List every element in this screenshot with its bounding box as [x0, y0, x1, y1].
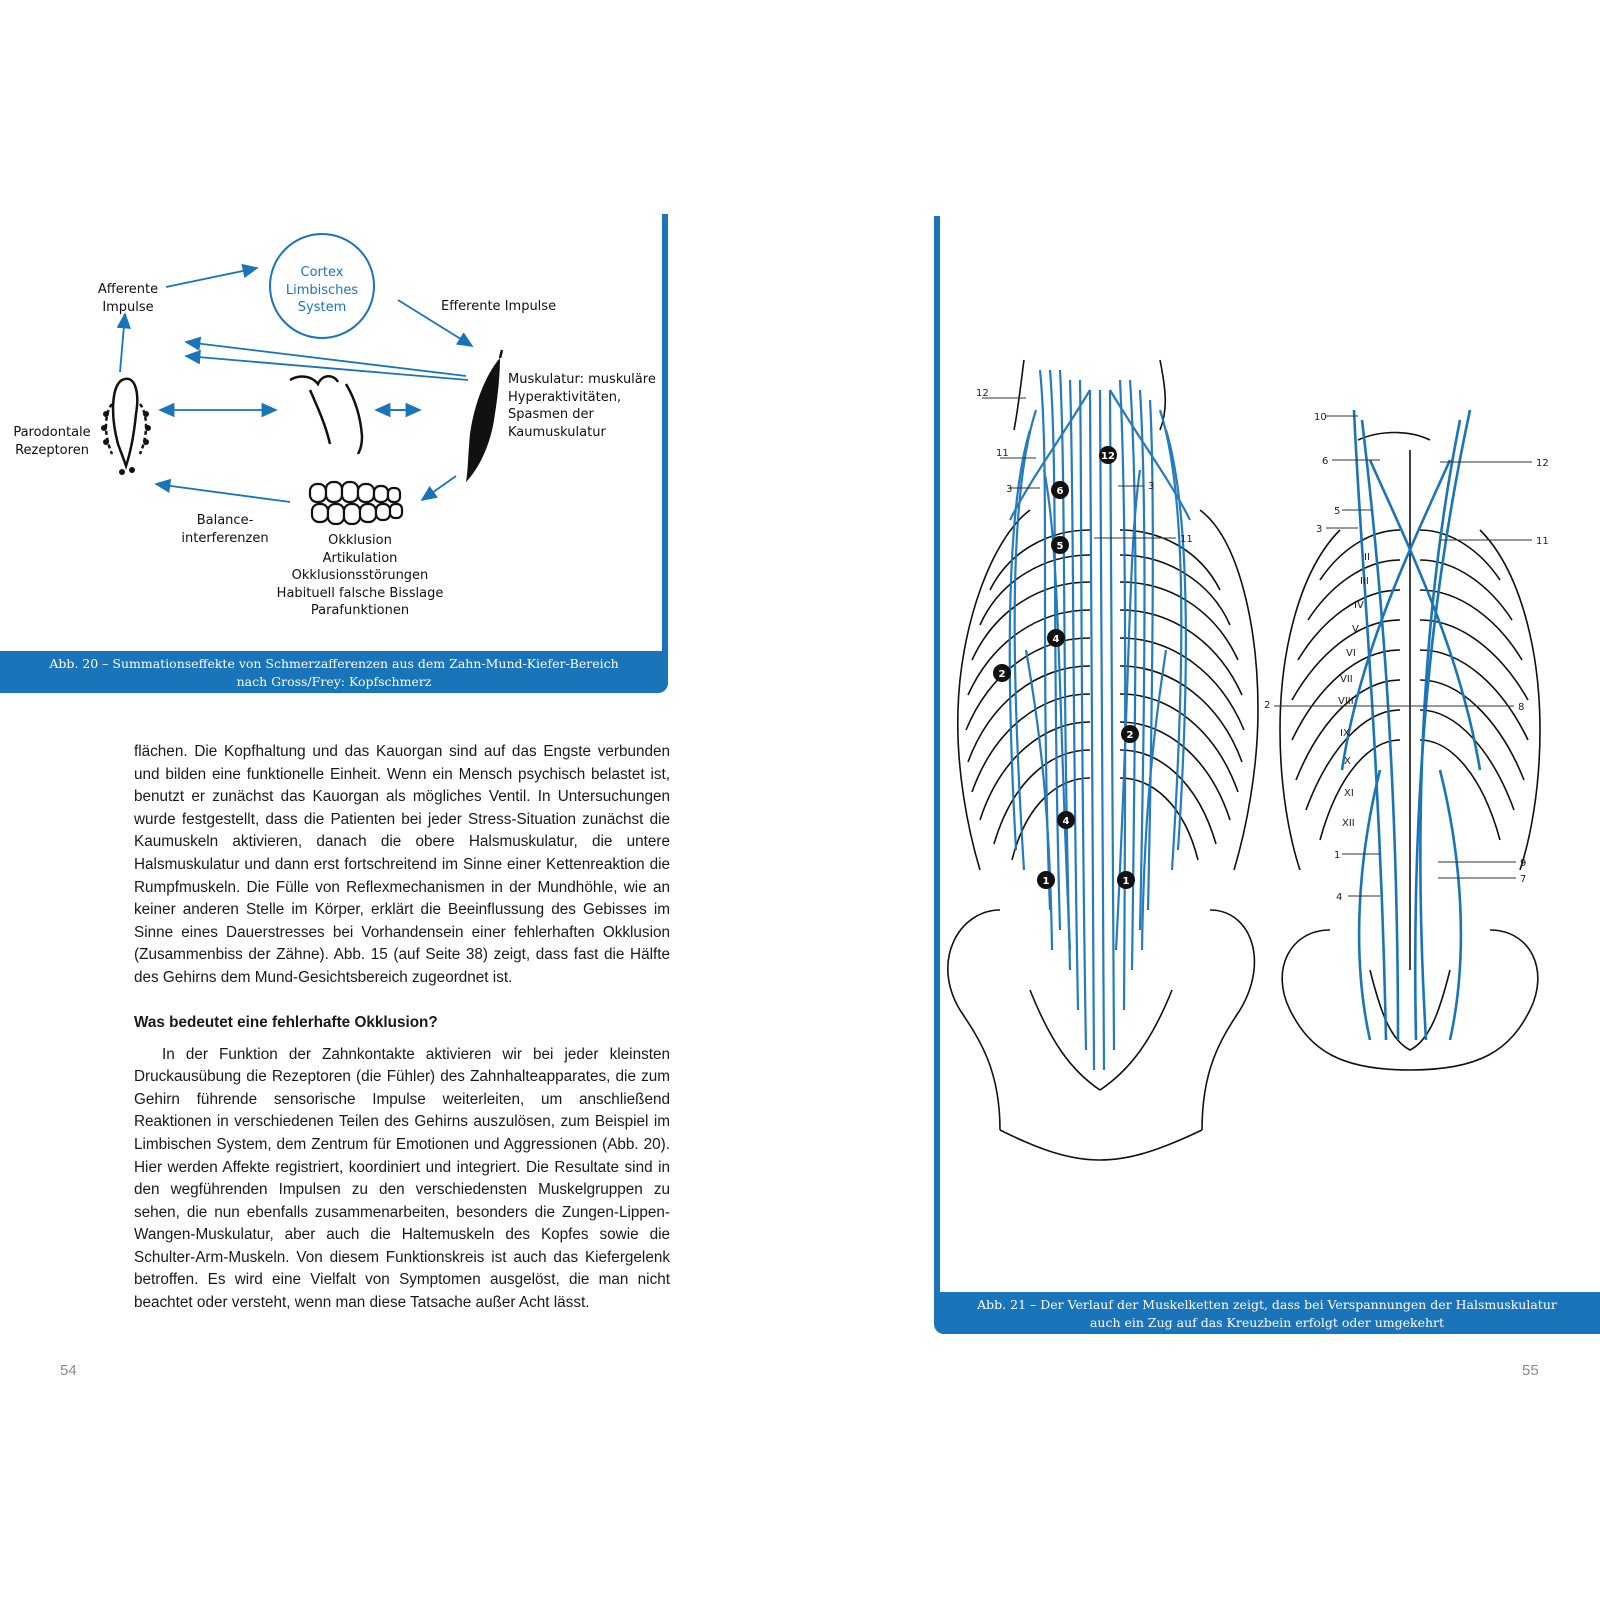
badge-label: 2 [999, 669, 1006, 680]
tick-label: 12 [976, 388, 989, 399]
tick-label: 1 [1334, 850, 1340, 861]
muscle-label-line: Kaumuskulatur [508, 424, 606, 440]
paragraph: flächen. Die Kopfhaltung und das Kauorga… [134, 743, 670, 986]
body-text: flächen. Die Kopfhaltung und das Kauorga… [134, 741, 670, 1315]
caption-line: Abb. 21 – Der Verlauf der Muskelketten z… [977, 1297, 1557, 1312]
figure-21-illustration: 12 11 3 3 11 6 12 5 4 2 2 4 1 1 [947, 359, 1549, 1161]
muscle-label-line: Muskulatur: muskuläre [508, 372, 656, 387]
tick-label: 7 [1520, 874, 1526, 885]
tick-label: 12 [1536, 458, 1549, 469]
caption-line: Abb. 20 – Summationseffekte von Schmerza… [49, 656, 619, 671]
badge-label: 12 [1101, 451, 1115, 462]
cortex-label-line: Limbisches [285, 282, 359, 298]
figure-20-frame-border [662, 214, 668, 654]
tick-label: 11 [1536, 536, 1549, 547]
figure-21-caption: Abb. 21 – Der Verlauf der Muskelketten z… [934, 1292, 1600, 1334]
tick-label: 11 [996, 448, 1009, 459]
muscle-label-line: Hyperaktivitäten, [508, 389, 622, 405]
figure-20-caption: Abb. 20 – Summationseffekte von Schmerza… [0, 651, 668, 693]
muscle-label: Muskulatur: muskuläre Hyperaktivitäten, … [508, 371, 656, 441]
tick-label: 10 [1314, 412, 1327, 423]
roman-label: V [1352, 624, 1359, 635]
tick-label: 6 [1322, 456, 1328, 467]
occlusion-label-line: Parafunktionen [310, 603, 410, 618]
occlusion-label-line: Okklusionsstörungen [291, 568, 429, 583]
occlusion-label: Okklusion Artikulation Okklusionsstörung… [270, 532, 450, 620]
tick-label: 3 [1316, 524, 1322, 535]
tooth-receptors-icon [104, 377, 148, 470]
caption-line: nach Gross/Frey: Kopfschmerz [236, 674, 432, 689]
occlusion-label-line: Artikulation [322, 550, 398, 566]
roman-label: II [1364, 552, 1370, 563]
diagram-arrows [116, 263, 474, 503]
figure-20-diagram [101, 233, 504, 526]
roman-label: VII [1340, 674, 1353, 685]
receptor-dots [101, 411, 151, 475]
left-muscle-fibres [1008, 369, 1191, 1071]
periodontal-receptors-label: Parodontale Rezeptoren [8, 424, 96, 459]
cortex-circle [269, 233, 375, 339]
roman-label: IV [1354, 600, 1364, 611]
badge-label: 1 [1043, 876, 1050, 887]
tick-label: 4 [1336, 892, 1342, 903]
muscle-label-line: Spasmen der [508, 407, 594, 422]
muscle-icon [466, 349, 504, 482]
roman-label: XI [1344, 788, 1354, 799]
tick-label: 2 [1264, 700, 1270, 711]
afferent-label-line: Afferente [97, 282, 159, 297]
badge-label: 4 [1063, 816, 1070, 827]
caption-line: auch ein Zug auf das Kreuzbein erfolgt o… [1089, 1315, 1445, 1330]
paro-label-line: Parodontale [13, 425, 91, 440]
roman-label: III [1360, 576, 1369, 587]
badge-label: 4 [1053, 634, 1060, 645]
badge-label: 1 [1123, 876, 1130, 887]
cortex-label-line: Cortex [300, 265, 344, 280]
occlusion-label-line: Habituell falsche Bisslage [276, 585, 444, 601]
tick-label: 9 [1520, 858, 1526, 869]
roman-label: XII [1342, 818, 1355, 829]
roman-label: VIII [1338, 696, 1354, 707]
balance-label-line: Balance- [196, 513, 254, 528]
tick-label: 3 [1006, 484, 1012, 495]
balance-label-line: interferenzen [181, 530, 269, 546]
efferent-impulse-label: Efferente Impulse [441, 299, 557, 314]
tick-label: 8 [1518, 702, 1524, 713]
afferent-label-line: Impulse [102, 299, 154, 315]
cortex-label-line: System [297, 300, 347, 315]
right-muscle-chains [1340, 409, 1482, 1041]
afferent-impulse-label: Afferente Impulse [88, 281, 168, 316]
tick-label: 3 [1148, 481, 1154, 492]
page-number-left: 54 [60, 1362, 77, 1379]
page-number-right: 55 [1522, 1362, 1539, 1379]
balance-interference-label: Balance- interferenzen [180, 512, 270, 547]
paro-label-line: Rezeptoren [15, 442, 89, 458]
occlusion-label-line: Okklusion [328, 533, 392, 548]
jaw-joint-icon [289, 375, 364, 455]
tick-label: 5 [1334, 506, 1340, 517]
badge-label: 2 [1127, 730, 1134, 741]
tick-label: 11 [1180, 534, 1193, 545]
roman-label: X [1344, 756, 1351, 767]
badge-label: 5 [1057, 541, 1064, 552]
roman-label: VI [1346, 648, 1356, 659]
roman-label: IX [1340, 728, 1350, 739]
section-heading: Was bedeutet eine fehlerhafte Okklusion? [134, 1013, 438, 1031]
cortex-label: Cortex Limbisches System [270, 264, 374, 317]
teeth-icon [308, 480, 404, 526]
badge-label: 6 [1057, 486, 1064, 497]
figure-21-frame-border [934, 216, 940, 1296]
paragraph: In der Funktion der Zahnkontakte aktivie… [134, 1045, 670, 1312]
